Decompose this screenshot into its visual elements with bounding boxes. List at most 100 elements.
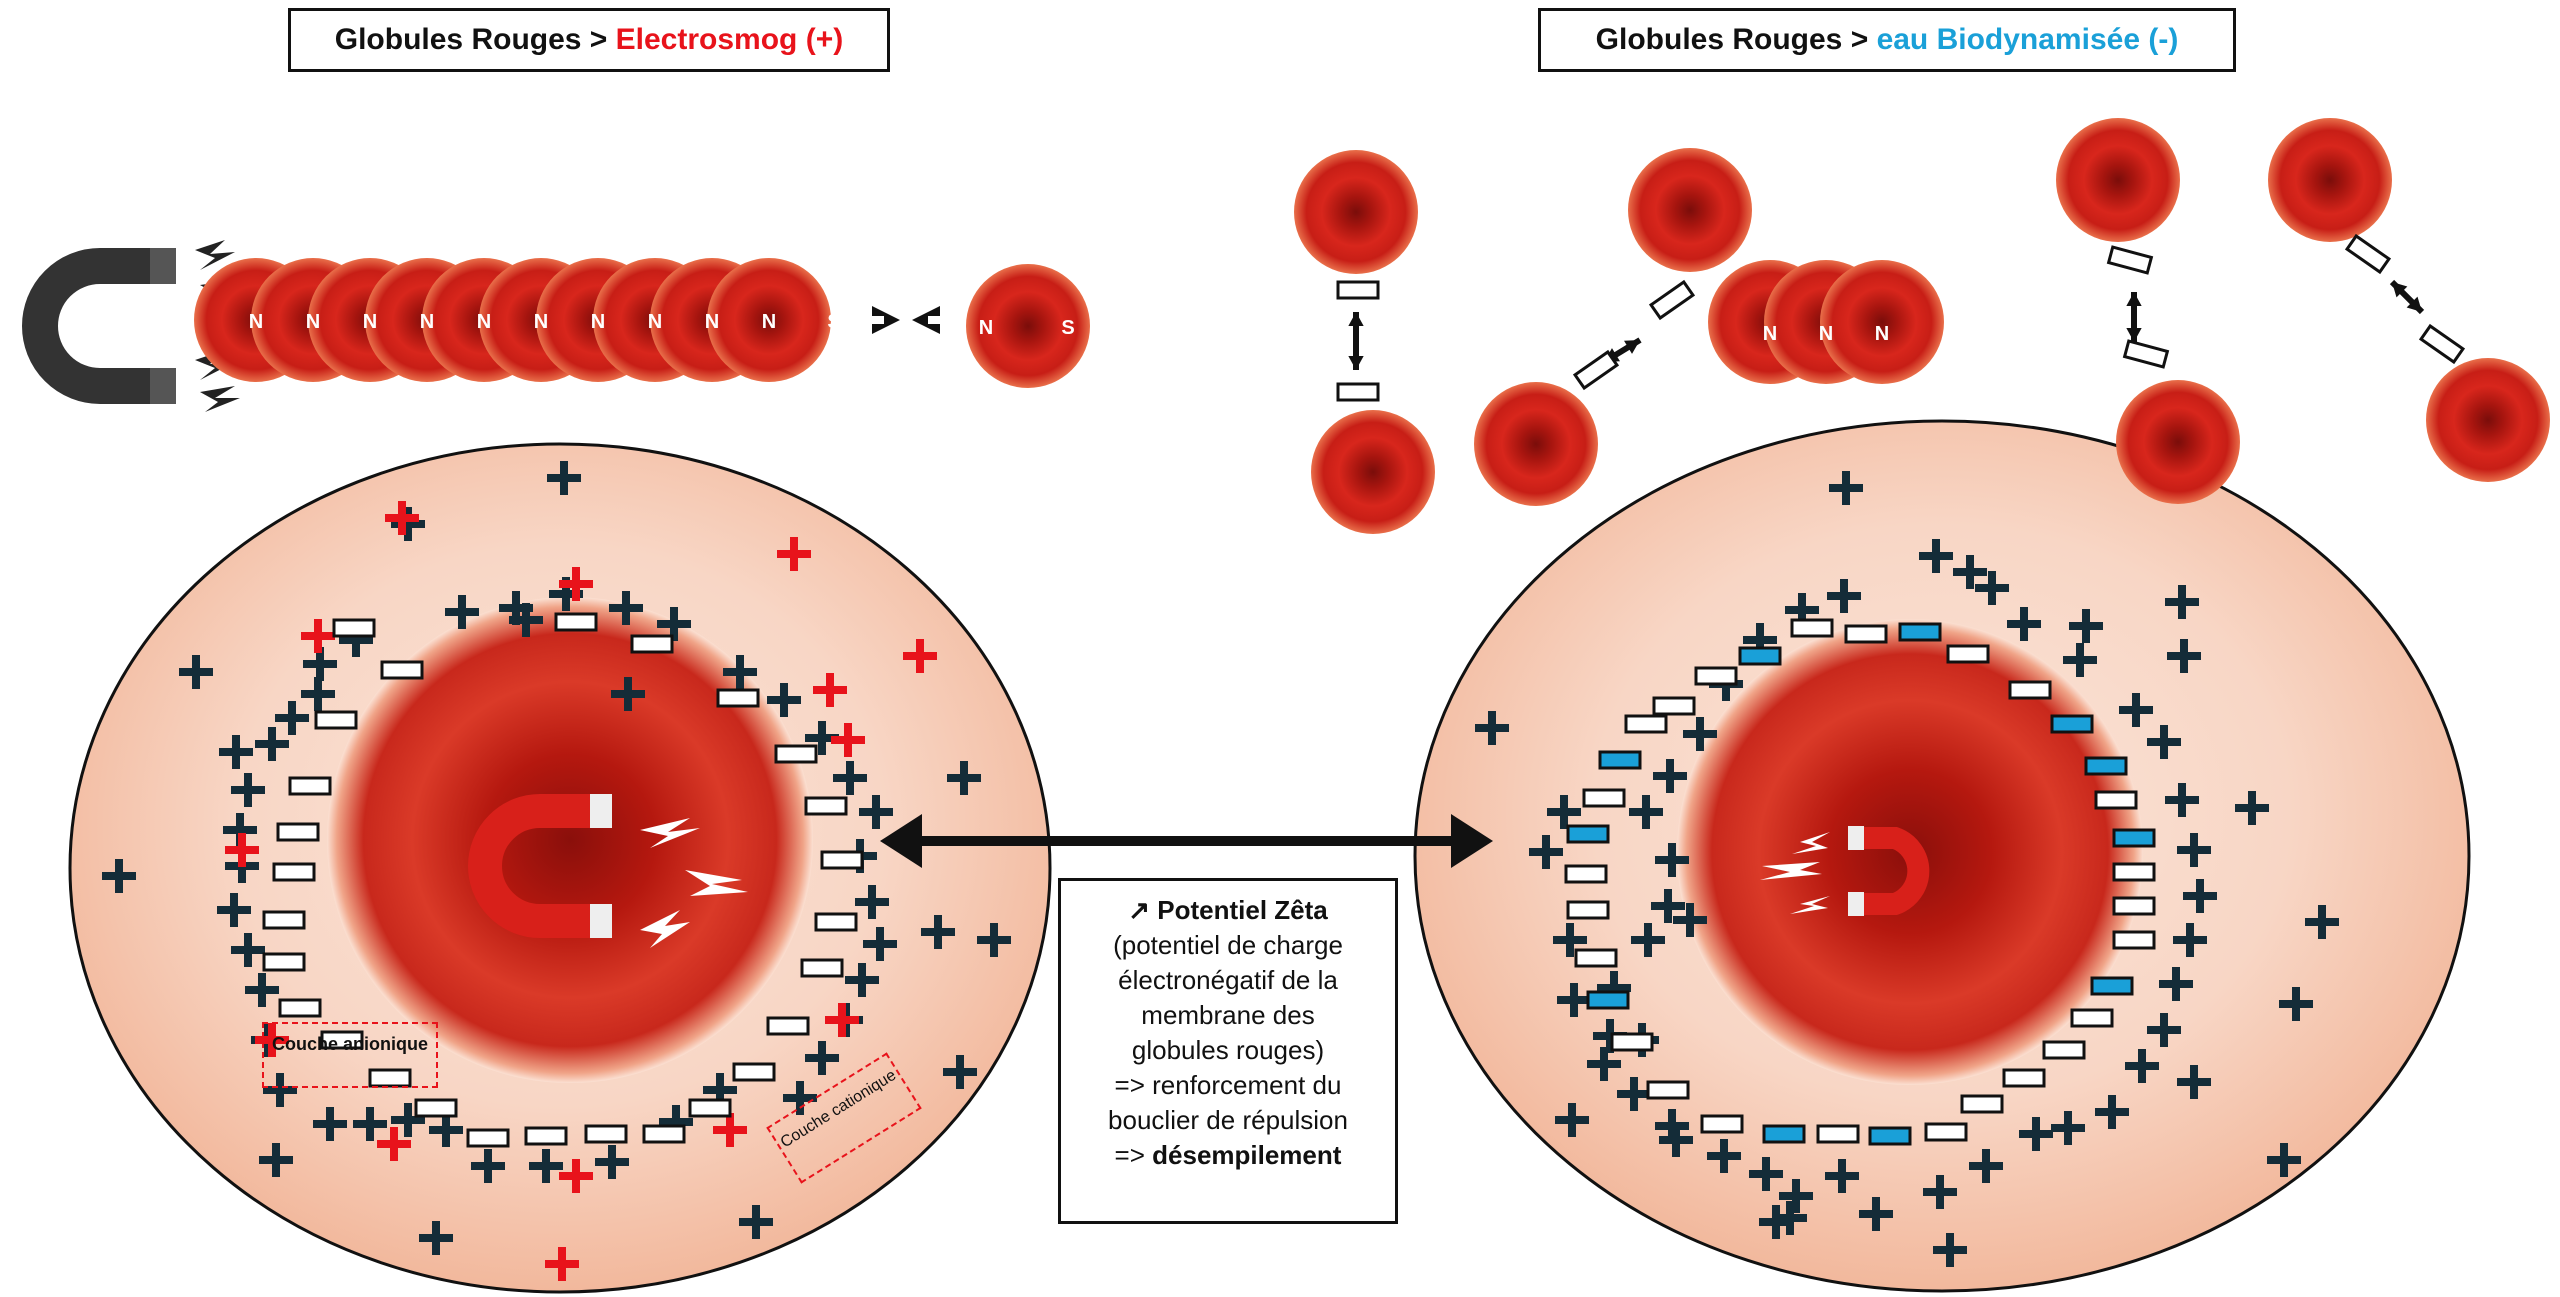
plus-ion-icon xyxy=(777,537,811,571)
plus-ion-icon xyxy=(217,893,251,927)
cell-pole-label: N xyxy=(534,311,548,333)
plus-ion-icon xyxy=(1919,539,1953,573)
minus-ion-icon xyxy=(1924,1122,1968,1142)
minus-ion-icon xyxy=(2084,756,2128,776)
plus-ion-icon xyxy=(845,963,879,997)
plus-ion-icon xyxy=(549,577,583,611)
minus-ion-icon xyxy=(1610,1032,1654,1052)
plus-ion-icon xyxy=(231,933,265,967)
arrow-head xyxy=(1348,355,1364,370)
red-blood-cell-icon xyxy=(1311,410,1435,534)
minus-ion-icon xyxy=(1762,1124,1806,1144)
plus-ion-icon xyxy=(275,701,309,735)
plus-ion-icon xyxy=(703,1073,737,1107)
anionic-layer-label: Couche anionique xyxy=(262,1022,438,1088)
plus-ion-icon xyxy=(2125,1049,2159,1083)
plus-ion-icon xyxy=(179,655,213,689)
plus-ion-icon xyxy=(1785,593,1819,627)
plus-ion-icon xyxy=(1975,571,2009,605)
minus-ion-icon xyxy=(2112,862,2156,882)
plus-ion-icon xyxy=(859,795,893,829)
plus-ion-icon xyxy=(509,603,543,637)
plus-ion-icon xyxy=(429,1113,463,1147)
red-blood-cell-icon xyxy=(966,264,1090,388)
plus-ion-icon xyxy=(2183,879,2217,913)
plus-ion-icon xyxy=(2051,1111,2085,1145)
plus-ion-icon xyxy=(611,677,645,711)
cell-pole-label: N xyxy=(1875,323,1889,345)
minus-ion-icon xyxy=(1598,750,1642,770)
minus-ion-icon xyxy=(2042,1040,2086,1060)
minus-ion-icon xyxy=(2090,976,2134,996)
arrow-head xyxy=(1348,312,1364,327)
minus-ion-icon xyxy=(2112,828,2156,848)
cell-pole-label: S xyxy=(1061,317,1074,339)
plus-ion-icon xyxy=(545,1247,579,1281)
plus-ion-icon xyxy=(559,567,593,601)
plus-ion-icon xyxy=(263,1073,297,1107)
minus-ion-icon xyxy=(2112,930,2156,950)
minus-ion-icon xyxy=(2344,233,2392,275)
minus-ion-icon xyxy=(774,744,818,764)
plus-ion-icon xyxy=(1743,623,1777,657)
plus-ion-icon xyxy=(1749,1157,1783,1191)
cell-pole-label: N xyxy=(1763,323,1777,345)
minus-ion-icon xyxy=(380,660,424,680)
plus-ion-icon xyxy=(2165,585,2199,619)
plus-ion-icon xyxy=(805,721,839,755)
cell-pole-label: N xyxy=(705,311,719,333)
info-line-5: => renforcement du xyxy=(1114,1070,1342,1100)
left-big-red-blood-cell-icon xyxy=(327,597,813,1083)
plus-ion-icon xyxy=(1629,795,1663,829)
plus-ion-icon xyxy=(713,1113,747,1147)
cell-pole-label: N xyxy=(979,317,993,339)
plus-ion-icon xyxy=(1655,1109,1689,1143)
minus-ion-icon xyxy=(1868,1126,1912,1146)
minus-ion-icon xyxy=(1582,788,1626,808)
plus-ion-icon xyxy=(2063,643,2097,677)
minus-ion-icon xyxy=(820,850,864,870)
cell-pole-label: N xyxy=(1819,323,1833,345)
plus-ion-icon xyxy=(1557,983,1591,1017)
minus-ion-icon xyxy=(466,1128,510,1148)
small-arrow-icon xyxy=(872,306,900,334)
plus-ion-icon xyxy=(947,761,981,795)
plus-ion-icon xyxy=(833,761,867,795)
minus-ion-icon xyxy=(1566,900,1610,920)
left-title-highlight: Electrosmog (+) xyxy=(615,23,844,56)
central-double-arrow-icon xyxy=(880,814,1493,868)
minus-ion-icon xyxy=(2122,339,2170,369)
minus-ion-icon xyxy=(1646,1080,1690,1100)
plus-ion-icon xyxy=(2177,833,2211,867)
plus-ion-icon xyxy=(1617,1077,1651,1111)
minus-ion-icon xyxy=(276,822,320,842)
plus-ion-icon xyxy=(2167,639,2201,673)
plus-ion-icon xyxy=(1923,1175,1957,1209)
minus-ion-icon xyxy=(288,776,332,796)
plus-ion-icon xyxy=(1655,843,1689,877)
plus-ion-icon xyxy=(231,773,265,807)
minus-ion-icon xyxy=(1790,618,1834,638)
plus-ion-icon xyxy=(1825,1159,1859,1193)
plus-ion-icon xyxy=(2147,725,2181,759)
left-title-box: Globules Rouges > Electrosmog (+) xyxy=(288,8,890,72)
minus-ion-icon xyxy=(414,1098,458,1118)
plus-ion-icon xyxy=(2177,1065,2211,1099)
arrow-head xyxy=(2406,296,2422,312)
plus-ion-icon xyxy=(223,813,257,847)
minus-ion-icon xyxy=(262,910,306,930)
plus-ion-icon xyxy=(339,623,373,657)
cell-pole-label: S xyxy=(1971,323,1984,345)
minus-ion-icon xyxy=(262,952,306,972)
plus-ion-icon xyxy=(1683,717,1717,751)
small-arrow-icon xyxy=(912,306,940,334)
minus-ion-icon xyxy=(814,912,858,932)
plus-ion-icon xyxy=(609,591,643,625)
plus-ion-icon xyxy=(471,1149,505,1183)
minus-ion-icon xyxy=(1648,279,1696,321)
arrow-head xyxy=(2126,292,2142,307)
plus-ion-icon xyxy=(767,683,801,717)
plus-ion-icon xyxy=(1969,1149,2003,1183)
plus-ion-icon xyxy=(2165,783,2199,817)
plus-ion-icon xyxy=(2147,1013,2181,1047)
